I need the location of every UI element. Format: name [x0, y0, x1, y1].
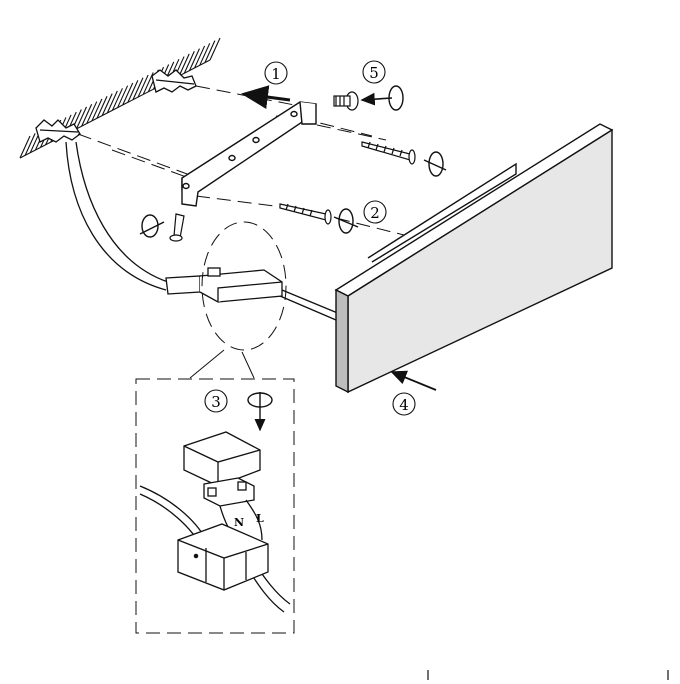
hatch-line — [96, 96, 108, 119]
hatch-line — [188, 48, 200, 71]
hatch-line — [122, 82, 134, 106]
detail-circle — [201, 221, 287, 351]
step5-screw — [333, 91, 359, 111]
hatch-line — [19, 135, 31, 159]
wire-label-neutral: N — [234, 516, 244, 529]
step-marker-4: 4 — [392, 392, 416, 416]
rotation-icon-bracket — [139, 214, 165, 238]
connector-block — [165, 267, 283, 303]
step1-arrow — [241, 85, 291, 110]
hatch-line — [111, 88, 123, 111]
hatch-line — [106, 90, 118, 114]
hatch-line — [178, 53, 190, 77]
hatch-line — [137, 74, 149, 98]
svg-text:3: 3 — [211, 393, 221, 411]
svg-text:2: 2 — [370, 204, 380, 222]
rotation-icon-5 — [388, 85, 404, 111]
wall-hatching — [19, 37, 221, 159]
detail-leader-left — [189, 349, 225, 379]
detail-box — [135, 378, 295, 634]
detail-leader-right — [241, 351, 255, 379]
hatch-line — [127, 80, 139, 103]
terminal-block — [203, 477, 255, 507]
step5-arrow — [360, 92, 393, 106]
power-cable — [65, 141, 169, 291]
hatch-line — [101, 93, 113, 116]
step-marker-1: 1 — [264, 61, 288, 85]
mounting-bracket — [181, 101, 317, 207]
step-marker-2: 2 — [363, 200, 387, 224]
connector-base — [177, 523, 269, 591]
output-wires — [279, 289, 341, 321]
bottom-tick-marks — [427, 670, 669, 680]
svg-text:5: 5 — [369, 64, 379, 82]
svg-text:1: 1 — [271, 65, 281, 83]
screw-lower — [279, 203, 332, 225]
wall-lamp-panel — [334, 123, 614, 394]
hatch-line — [183, 51, 195, 74]
wall-plug-left — [35, 119, 81, 143]
step4-arrow — [390, 370, 437, 391]
wire-label-live: L — [256, 512, 264, 525]
svg-text:4: 4 — [399, 396, 409, 414]
hatch-line — [86, 101, 98, 124]
hatch-line — [81, 103, 93, 127]
rotation-icon-upper — [423, 151, 447, 177]
hatch-line — [91, 98, 103, 122]
hatch-line — [132, 77, 144, 100]
rotation-icon-2 — [333, 208, 359, 234]
rotation-icon-3 — [247, 392, 273, 432]
hatch-line — [199, 43, 211, 66]
step-marker-3: 3 — [204, 389, 228, 413]
screw-upper — [361, 141, 416, 165]
screw-bracket-bottom — [169, 213, 185, 242]
hatch-line — [75, 106, 87, 130]
hatch-line — [117, 85, 129, 108]
hatch-line — [204, 40, 216, 63]
hatch-line — [24, 133, 36, 156]
hatch-line — [209, 37, 221, 61]
wall-plug-right — [151, 69, 197, 93]
step-marker-5: 5 — [362, 60, 386, 84]
hatch-line — [194, 45, 206, 69]
